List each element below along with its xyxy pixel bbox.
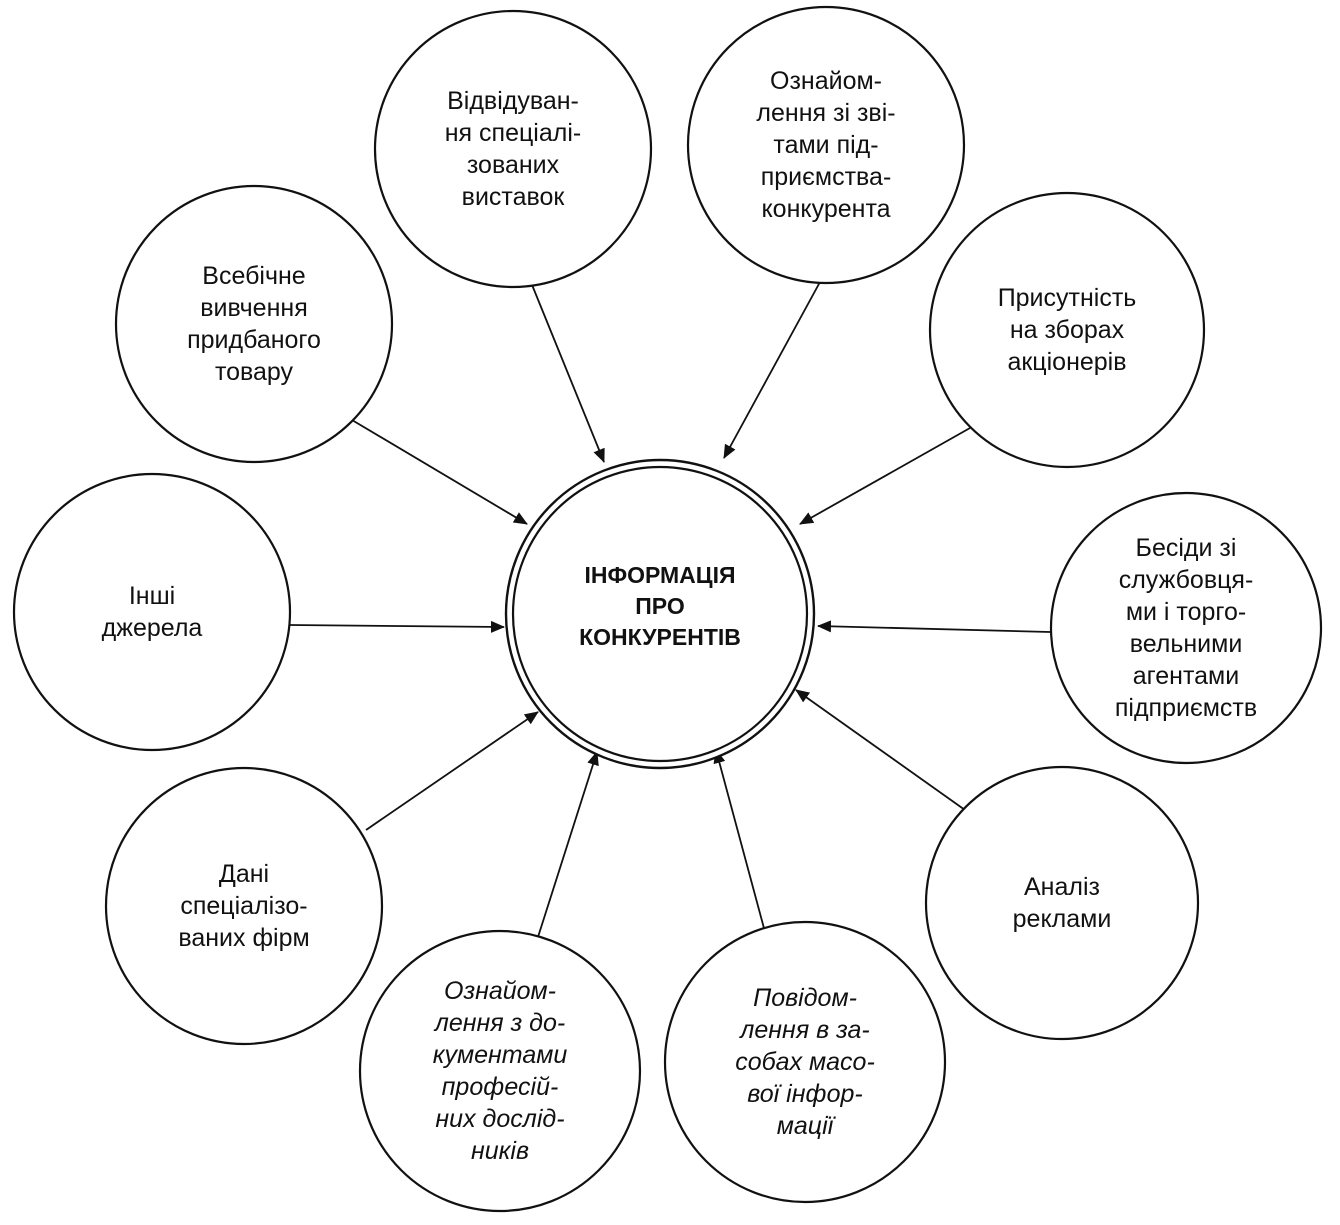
node-label-line: конкурента xyxy=(761,195,890,223)
node-product-study: Всебічне вивчення придбаного товару xyxy=(114,184,394,464)
arrow-product-study xyxy=(351,419,528,525)
node-label-line: товару xyxy=(215,358,294,386)
node-label-line: вої інфор- xyxy=(747,1080,863,1108)
node-label-line: приємства- xyxy=(761,163,892,191)
node-label-line: Ознайом- xyxy=(770,67,882,95)
arrow-specialized-firms xyxy=(365,711,539,831)
center-inner-ring xyxy=(511,465,809,763)
node-circle-ad-analysis xyxy=(924,765,1200,1041)
node-label-line: тами під- xyxy=(773,131,878,159)
arrow-employee-talks xyxy=(817,620,1051,633)
node-label-line: лення з до- xyxy=(433,1009,565,1037)
node-shareholder-meetings: Присутність на зборах акціонерів xyxy=(928,191,1206,469)
node-research-documents: Ознайом-лення з до-кументами професій-них… xyxy=(358,929,642,1213)
node-circle-product-study xyxy=(114,184,394,464)
node-circle-other-sources xyxy=(12,472,292,752)
node-label-line: джерела xyxy=(102,614,203,642)
arrow-ad-analysis xyxy=(795,689,966,811)
node-label-line: вельними xyxy=(1130,630,1243,658)
arrow-competitor-reports xyxy=(723,281,821,459)
node-ad-analysis: Аналіз реклами xyxy=(924,765,1200,1041)
node-other-sources: Інші джерела xyxy=(12,472,292,752)
node-label-line: Бесіди зі xyxy=(1136,534,1237,562)
center-outer-ring xyxy=(504,458,816,770)
node-label-line: Дані xyxy=(219,860,269,888)
node-label-line: професій- xyxy=(442,1073,559,1101)
arrow-shareholder-meetings xyxy=(799,427,971,525)
node-label-line: службовця- xyxy=(1119,566,1254,594)
node-label-line: підприємств xyxy=(1115,694,1257,722)
center-title-line-1: ІНФОРМАЦІЯ xyxy=(584,562,735,588)
node-circle-competitor-reports xyxy=(686,5,966,285)
node-circle-research-documents xyxy=(358,929,642,1213)
node-label-line: ників xyxy=(471,1137,529,1165)
node-label-line: кументами xyxy=(433,1041,568,1069)
node-circle-specialized-firms xyxy=(104,766,384,1046)
node-label-line: реклами xyxy=(1013,905,1112,933)
arrows-layer xyxy=(289,274,1051,938)
arrow-other-sources xyxy=(289,620,505,633)
node-label-line: ваних фірм xyxy=(178,924,309,952)
arrow-research-documents xyxy=(537,751,599,938)
center-title-line-2: ПРО xyxy=(635,593,684,619)
node-label-line: виставок xyxy=(462,183,566,211)
node-label-line: ми і торго- xyxy=(1126,598,1246,626)
node-competitor-reports: Ознайом-лення зі зві-тами під-приємства-… xyxy=(686,5,966,285)
node-circle-shareholder-meetings xyxy=(928,191,1206,469)
node-label-line: Ознайом- xyxy=(444,977,556,1005)
node-label-line: лення зі зві- xyxy=(756,99,895,127)
node-mass-media: Повідом-лення в за-собах масо-вої інфор-… xyxy=(663,920,947,1204)
node-label-line: акціонерів xyxy=(1007,348,1126,376)
arrow-exhibitions xyxy=(527,274,605,463)
node-label-line: Повідом- xyxy=(753,984,857,1012)
node-specialized-firms: Дані спеціалізо-ваних фірм xyxy=(104,766,384,1046)
node-label-line: лення в за- xyxy=(738,1016,869,1044)
node-employee-talks: Бесіди зі службовця-ми і торго-вельними аг… xyxy=(1049,491,1323,765)
node-label-line: Аналіз xyxy=(1024,873,1100,901)
center-hub: ІНФОРМАЦІЯ ПРО КОНКУРЕНТІВ xyxy=(504,458,816,770)
node-label-line: вивчення xyxy=(200,294,307,322)
node-label-line: Інші xyxy=(129,582,175,610)
node-label-line: агентами xyxy=(1133,662,1239,690)
node-circle-exhibitions xyxy=(373,9,653,289)
node-label-line: мації xyxy=(777,1112,837,1140)
node-label-line: Всебічне xyxy=(202,262,305,290)
node-label-line: зованих xyxy=(467,151,560,179)
node-label-line: собах масо- xyxy=(735,1048,875,1076)
nodes-layer: Відвідуван-ня спеціалі-зованихвиставокОз… xyxy=(12,5,1323,1213)
node-exhibitions: Відвідуван-ня спеціалі-зованих виставок xyxy=(373,9,653,289)
node-label-line: на зборах xyxy=(1010,316,1125,344)
center-title-line-3: КОНКУРЕНТІВ xyxy=(579,624,741,650)
node-label-line: Присутність xyxy=(998,284,1137,312)
node-label-line: Відвідуван- xyxy=(447,87,579,115)
node-label-line: них дослід- xyxy=(435,1105,564,1133)
node-circle-employee-talks xyxy=(1049,491,1323,765)
node-label-line: придбаного xyxy=(187,326,321,354)
node-label-line: спеціалізо- xyxy=(180,892,307,920)
arrow-mass-media xyxy=(713,749,766,933)
node-label-line: ня спеціалі- xyxy=(445,119,581,147)
node-circle-mass-media xyxy=(663,920,947,1204)
